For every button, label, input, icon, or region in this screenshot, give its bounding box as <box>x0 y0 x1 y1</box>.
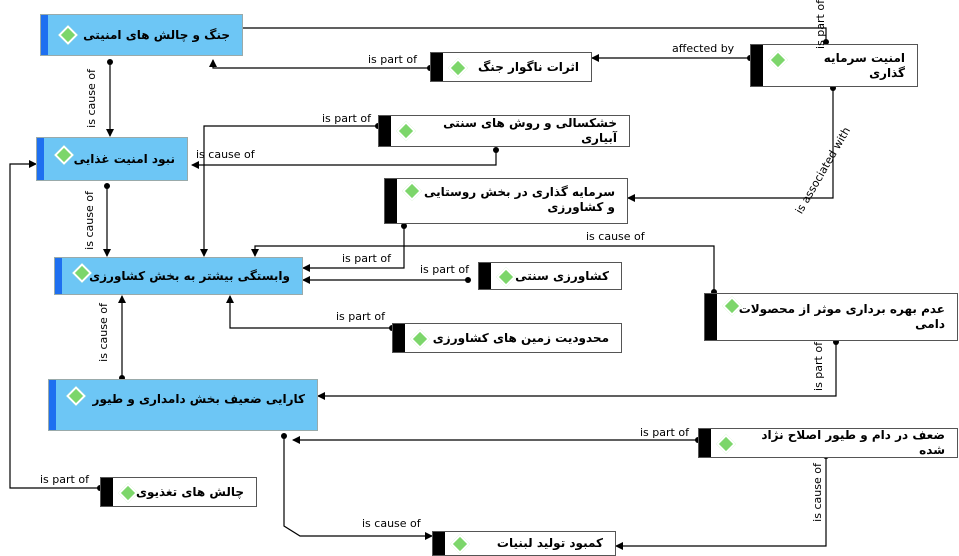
node-bar <box>699 429 711 457</box>
node-food-security[interactable]: نبود امنیت غذایی <box>36 137 188 181</box>
node-dairy-shortage[interactable]: کمبود تولید لبنیات <box>432 531 616 556</box>
edge-label: is cause of <box>586 230 645 243</box>
edge-label: is part of <box>342 252 391 265</box>
node-accent <box>55 258 62 294</box>
node-bar <box>479 263 491 289</box>
node-land-limits[interactable]: محدودیت زمین های کشاورزی <box>392 323 622 353</box>
node-agriculture-dependence[interactable]: وابستگی بیشتر به بخش کشاورزی <box>54 257 303 295</box>
node-accent <box>37 138 44 180</box>
node-investment-security[interactable]: امنیت سرمایه گذاری <box>750 44 918 87</box>
node-drought[interactable]: خشکسالی و روش های سنتی آبیاری <box>378 115 630 147</box>
edge-label: is cause of <box>362 517 421 530</box>
node-label: امنیت سرمایه گذاری <box>823 50 905 80</box>
edge-label: affected by <box>672 42 735 55</box>
node-label: چالش های تغذیوی <box>135 484 244 499</box>
node-bar <box>751 45 763 86</box>
edge-label: is part of <box>336 310 385 323</box>
edge-label: is cause of <box>810 463 824 522</box>
node-war-effects[interactable]: اثرات ناگوار جنگ <box>430 52 592 82</box>
node-rural-investment[interactable]: سرمایه گذاری در بخش روستایی و کشاورزی <box>384 178 628 224</box>
node-label: کمبود تولید لبنیات <box>496 536 603 550</box>
node-bar <box>431 53 443 81</box>
node-label: محدودیت زمین های کشاورزی <box>432 330 609 345</box>
edge-label: is part of <box>811 342 825 391</box>
edge-label: is part of <box>813 0 827 49</box>
node-bar <box>379 116 391 146</box>
node-breed-weakness[interactable]: ضعف در دام و طیور اصلاح نژاد شده <box>698 428 958 458</box>
node-label: خشکسالی و روش های سنتی آبیاری <box>443 116 617 145</box>
edge-label: is cause of <box>82 191 96 250</box>
node-bar <box>101 478 113 506</box>
node-label: کشاورزی سنتی <box>515 268 609 283</box>
edge-label: is part of <box>40 473 89 486</box>
node-bar <box>705 294 717 340</box>
node-traditional-farming[interactable]: کشاورزی سنتی <box>478 262 622 290</box>
edge-label: is part of <box>322 112 371 125</box>
edge-label: is cause of <box>96 303 110 362</box>
node-bar <box>433 532 445 555</box>
node-accent <box>41 15 48 55</box>
node-nutrition[interactable]: چالش های تغذیوی <box>100 477 257 507</box>
node-livestock-products[interactable]: عدم بهره برداری موثر از محصولات دامی <box>704 293 958 341</box>
node-label: عدم بهره برداری موثر از محصولات دامی <box>738 302 945 331</box>
edge-label: is part of <box>640 426 689 439</box>
node-label: اثرات ناگوار جنگ <box>478 59 579 74</box>
node-war-security[interactable]: جنگ و چالش های امنیتی <box>40 14 243 56</box>
node-bar <box>385 179 397 223</box>
node-accent <box>49 380 56 430</box>
node-weak-livestock[interactable]: کارایی ضعیف بخش دامداری و طیور <box>48 379 318 431</box>
node-label: نبود امنیت غذایی <box>73 151 175 166</box>
node-label: جنگ و چالش های امنیتی <box>83 27 230 42</box>
edge-label: is cause of <box>84 69 98 128</box>
edge-label: is cause of <box>196 148 255 161</box>
node-label: ضعف در دام و طیور اصلاح نژاد شده <box>761 428 945 457</box>
node-label: وابستگی بیشتر به بخش کشاورزی <box>89 268 290 283</box>
node-label: کارایی ضعیف بخش دامداری و طیور <box>92 392 305 406</box>
node-bar <box>393 324 405 352</box>
edge-label: is part of <box>368 53 417 66</box>
node-label: سرمایه گذاری در بخش روستایی و کشاورزی <box>423 185 615 214</box>
edge-label: is part of <box>420 263 469 276</box>
